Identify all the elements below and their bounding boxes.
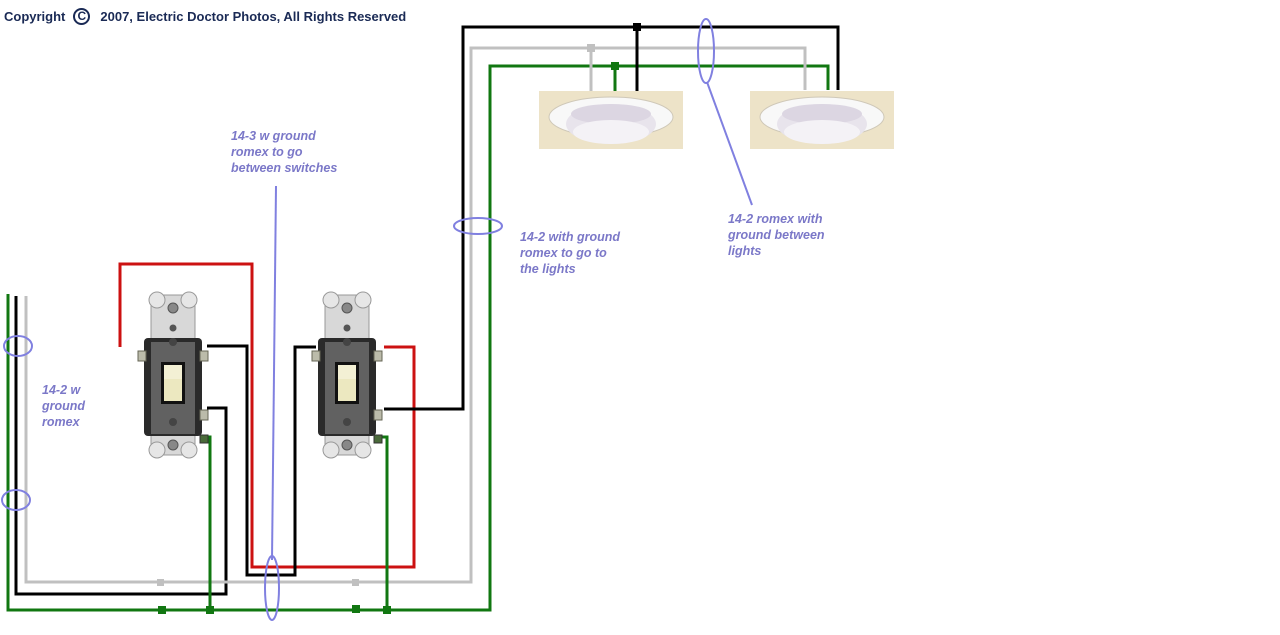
hot-splice-marker bbox=[633, 23, 641, 31]
supply-cable-marker-top bbox=[3, 335, 33, 357]
recessed-light-1 bbox=[538, 90, 684, 150]
copyright-icon: C bbox=[73, 8, 91, 25]
between-switches-leader bbox=[271, 185, 277, 561]
recessed-light-2 bbox=[749, 90, 895, 150]
supply-hot-wire bbox=[14, 296, 228, 596]
supply-neutral-wire bbox=[24, 46, 807, 584]
label-between-switches: 14-3 w ground romex to go between switch… bbox=[231, 129, 338, 175]
ground-splice-marker bbox=[352, 605, 360, 613]
neutral-splice-marker bbox=[352, 579, 359, 586]
supply-cable bbox=[6, 46, 830, 612]
copyright-prefix: Copyright bbox=[4, 9, 66, 24]
neutral-splice-marker bbox=[157, 579, 164, 586]
label-between-lights: 14-2 romex with ground between lights bbox=[728, 212, 825, 258]
label-supply-cable: 14-2 w ground romex bbox=[42, 383, 86, 429]
neutral-splice-marker bbox=[587, 44, 595, 52]
ground-splice-marker bbox=[611, 62, 619, 70]
to-lights-cable-marker bbox=[453, 217, 503, 235]
between-lights-leader bbox=[706, 81, 753, 206]
label-to-lights: 14-2 with ground romex to go to the ligh… bbox=[520, 230, 620, 276]
annotations bbox=[1, 18, 753, 621]
copyright-notice: Copyright C 2007, Electric Doctor Photos… bbox=[4, 8, 406, 25]
ground-splice-marker bbox=[206, 606, 214, 614]
switched-hot-to-lights-wire bbox=[384, 25, 840, 411]
three-way-switch-1 bbox=[137, 291, 209, 459]
ground-splice-marker bbox=[158, 606, 166, 614]
switch2-ground-wire bbox=[379, 435, 389, 610]
three-way-switch-2 bbox=[311, 291, 383, 459]
supply-ground-wire bbox=[6, 64, 830, 612]
copyright-text: 2007, Electric Doctor Photos, All Rights… bbox=[100, 9, 407, 24]
traveler-black-wire bbox=[207, 344, 316, 577]
switch1-ground-wire bbox=[205, 435, 212, 610]
between-switches-cable-marker bbox=[264, 555, 280, 621]
between-lights-cable-marker bbox=[697, 18, 715, 84]
traveler-red-wire bbox=[118, 262, 416, 569]
ground-splice-marker bbox=[383, 606, 391, 614]
supply-cable-marker-bottom bbox=[1, 489, 31, 511]
